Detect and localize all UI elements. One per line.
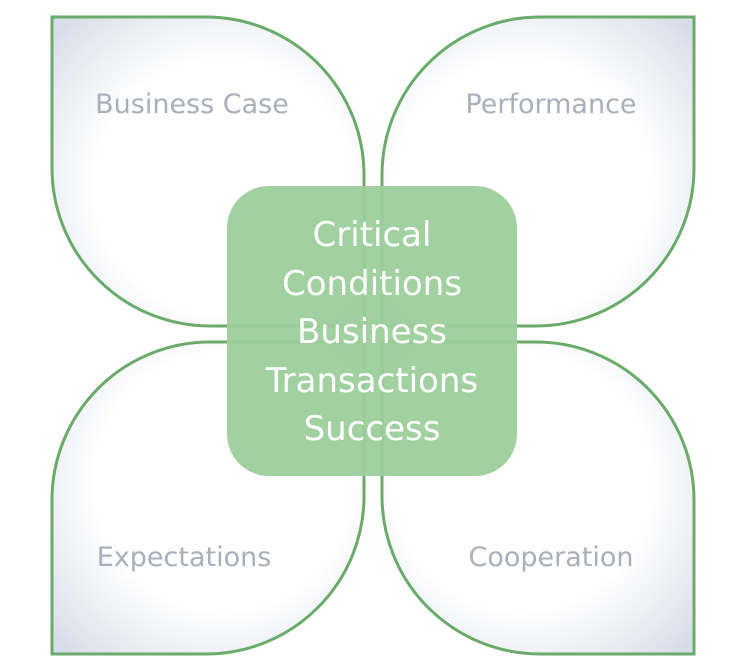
- center-line-success: Success: [304, 409, 441, 449]
- petal-label-cooperation: Cooperation: [468, 542, 633, 573]
- petal-label-business-case: Business Case: [95, 89, 289, 120]
- petal-label-performance: Performance: [465, 89, 636, 120]
- petal-label-expectations: Expectations: [97, 542, 272, 573]
- center-box-shape: [227, 186, 517, 476]
- center-line-critical: Critical: [313, 215, 432, 255]
- center-box: Critical Conditions Business Transaction…: [227, 186, 517, 476]
- center-line-conditions: Conditions: [282, 264, 462, 304]
- center-line-business: Business: [297, 312, 447, 352]
- center-line-transactions: Transactions: [265, 361, 478, 401]
